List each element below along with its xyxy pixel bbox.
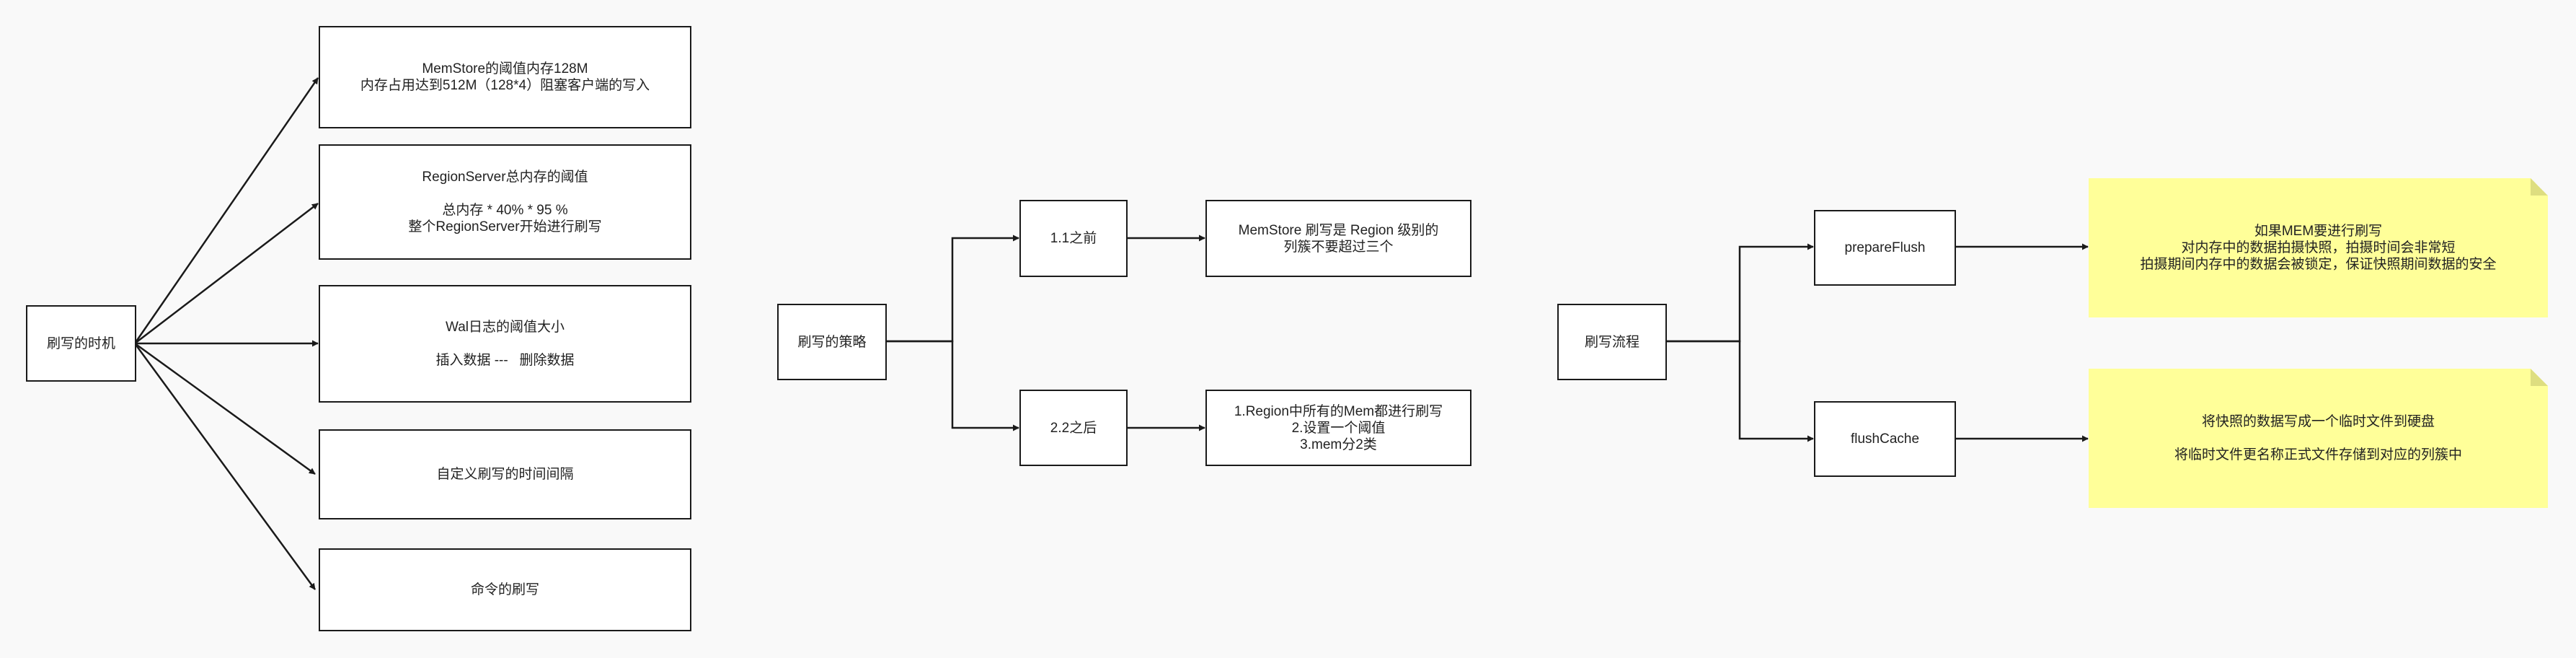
flow-note-prepareflush: 如果MEM要进行刷写 对内存中的数据拍摄快照，拍摄时间会非常短 拍摄期间内存中的… [2089, 178, 2548, 317]
strategy-detail-after-line-2: 2.设置一个阈值 [1291, 420, 1386, 436]
timing-item-3-line-1: Wal日志的阈值大小 [445, 320, 565, 335]
flow-step-prepareflush-node: prepareFlush [1814, 210, 1956, 286]
arrow-flow-1 [1666, 243, 1814, 343]
flow-root-node: 刷写流程 [1557, 304, 1667, 380]
arrow-strategy-2 [886, 340, 1019, 431]
strategy-version-before-label: 1.1之前 [1050, 231, 1097, 246]
timing-item-1-line-2: 内存占用达到512M（128*4）阻塞客户端的写入 [360, 78, 650, 93]
timing-root-label: 刷写的时机 [46, 335, 115, 351]
strategy-detail-after-line-3: 3.mem分2类 [1300, 437, 1377, 452]
flow-note-flushcache: 将快照的数据写成一个临时文件到硬盘 将临时文件更名称正式文件存储到对应的列簇中 [2089, 369, 2548, 508]
arrow-flow-2 [1666, 340, 1814, 442]
flow-note-prepareflush-line-3: 拍摄期间内存中的数据会被锁定，保证快照期间数据的安全 [2140, 257, 2497, 272]
strategy-detail-before-line-2: 列簇不要超过三个 [1283, 239, 1394, 255]
flow-root-label: 刷写流程 [1584, 334, 1639, 350]
timing-item-5-line-1: 命令的刷写 [470, 582, 539, 597]
strategy-detail-after-line-1: 1.Region中所有的Mem都进行刷写 [1234, 403, 1443, 419]
timing-item-memstore-threshold: MemStore的阈值内存128M 内存占用达到512M（128*4）阻塞客户端… [319, 26, 691, 128]
arrow-strategy-1 [886, 234, 1019, 343]
flow-note-prepareflush-line-1: 如果MEM要进行刷写 [2254, 224, 2383, 239]
timing-item-2-line-3: 总内存 * 40% * 95 % [442, 203, 568, 218]
flow-step-flushcache-node: flushCache [1814, 401, 1956, 477]
timing-item-custom-interval: 自定义刷写的时间间隔 [319, 429, 691, 519]
timing-item-1-line-1: MemStore的阈值内存128M [422, 61, 588, 76]
flow-note-prepareflush-line-2: 对内存中的数据拍摄快照，拍摄时间会非常短 [2181, 240, 2456, 255]
timing-item-manual-flush: 命令的刷写 [319, 548, 691, 631]
timing-item-2-line-4: 整个RegionServer开始进行刷写 [408, 219, 602, 234]
timing-item-3-line-3: 插入数据 --- 删除数据 [435, 353, 575, 368]
timing-root-node: 刷写的时机 [26, 305, 136, 382]
strategy-version-before-node: 1.1之前 [1019, 200, 1128, 277]
strategy-detail-before-line-1: MemStore 刷写是 Region 级别的 [1238, 222, 1439, 238]
strategy-detail-after-node: 1.Region中所有的Mem都进行刷写 2.设置一个阈值 3.mem分2类 [1205, 390, 1471, 466]
flow-note-flushcache-line-1: 将快照的数据写成一个临时文件到硬盘 [2201, 414, 2435, 429]
arrow-timing-4 [134, 342, 316, 475]
flow-note-flushcache-line-3: 将临时文件更名称正式文件存储到对应的列簇中 [2174, 447, 2462, 462]
timing-item-4-line-1: 自定义刷写的时间间隔 [436, 467, 574, 482]
strategy-version-after-label: 2.2之后 [1050, 420, 1097, 436]
strategy-version-after-node: 2.2之后 [1019, 390, 1128, 466]
arrow-timing-1 [133, 77, 319, 344]
timing-item-regionserver-threshold: RegionServer总内存的阈值 总内存 * 40% * 95 % 整个Re… [319, 144, 691, 260]
strategy-root-node: 刷写的策略 [777, 304, 887, 380]
strategy-root-label: 刷写的策略 [797, 334, 867, 350]
timing-item-wal-size: Wal日志的阈值大小 插入数据 --- 删除数据 [319, 285, 691, 403]
timing-item-2-line-1: RegionServer总内存的阈值 [422, 170, 588, 185]
strategy-detail-before-node: MemStore 刷写是 Region 级别的 列簇不要超过三个 [1205, 200, 1471, 277]
flow-step-flushcache-label: flushCache [1850, 431, 1920, 447]
arrow-timing-5 [133, 343, 317, 590]
flow-step-prepareflush-label: prepareFlush [1844, 240, 1926, 255]
arrow-timing-2 [134, 203, 319, 344]
